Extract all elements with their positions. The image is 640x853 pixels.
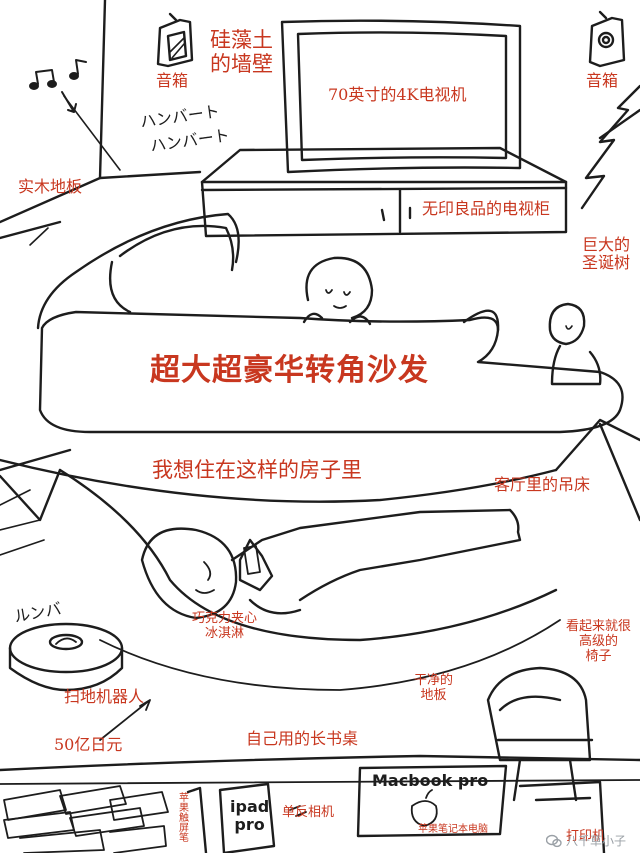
person-peeking-icon	[302, 256, 374, 326]
label-dream: 我想住在这样的房子里	[152, 458, 362, 482]
stylus-icon	[186, 786, 208, 853]
label-ipad: ipad pro	[230, 797, 270, 835]
hammock-icon	[0, 418, 640, 691]
label-tv: 70英寸的4K电视机	[328, 85, 467, 104]
music-notes-icon	[29, 59, 87, 113]
speaker-right-icon	[588, 10, 626, 68]
desk-icon	[0, 754, 640, 785]
tv-cabinet-icon	[200, 146, 568, 238]
label-money: 50亿日元	[54, 735, 123, 754]
laptop-icon	[356, 764, 508, 838]
label-macbook: Macbook pro	[372, 771, 489, 790]
label-chair: 看起来就很 高级的 椅子	[566, 619, 632, 664]
robot-arrow-icon	[99, 699, 151, 741]
label-wall: 硅藻土 的墙壁	[210, 28, 273, 77]
christmas-tree-icon	[580, 84, 640, 210]
label-clean-floor: 干净的 地板	[414, 673, 454, 703]
label-tv-cabinet: 无印良品的电视柜	[422, 199, 551, 218]
label-xmas-tree: 巨大的 圣诞树	[582, 235, 631, 273]
label-floor: 实木地板	[18, 177, 83, 196]
label-speaker-left: 音箱	[156, 71, 189, 90]
label-camera: 单反相机	[282, 805, 335, 820]
label-ice-cream: 巧克力夹心 冰淇淋	[192, 611, 258, 641]
watermark-text: 八千草小子	[565, 834, 626, 848]
label-macbook-caption: 苹果笔记本电脑	[418, 824, 488, 835]
label-desk: 自己用的长书桌	[246, 729, 359, 748]
ipad-icon	[218, 782, 276, 853]
child-icon	[548, 302, 602, 386]
label-robot: 扫地机器人	[64, 687, 145, 706]
label-stylus: 苹果触屏笔	[176, 792, 188, 842]
watermark: 八千草小子	[545, 832, 626, 849]
label-printer: 打印机	[566, 829, 606, 844]
robot-vacuum-icon	[8, 622, 124, 692]
sofa-icon	[36, 212, 624, 434]
chat-bubble-icon	[545, 834, 562, 847]
tv-icon	[280, 19, 522, 174]
label-sofa: 超大超豪华转角沙发	[150, 353, 429, 388]
person-lying-icon	[140, 508, 522, 620]
label-speaker-right: 音箱	[586, 71, 619, 90]
printer-icon	[518, 780, 606, 853]
speaker-left-icon	[156, 12, 194, 68]
label-hammock: 客厅里的吊床	[494, 475, 591, 494]
camera-icon	[289, 805, 307, 817]
money-stack-icon	[3, 785, 169, 853]
